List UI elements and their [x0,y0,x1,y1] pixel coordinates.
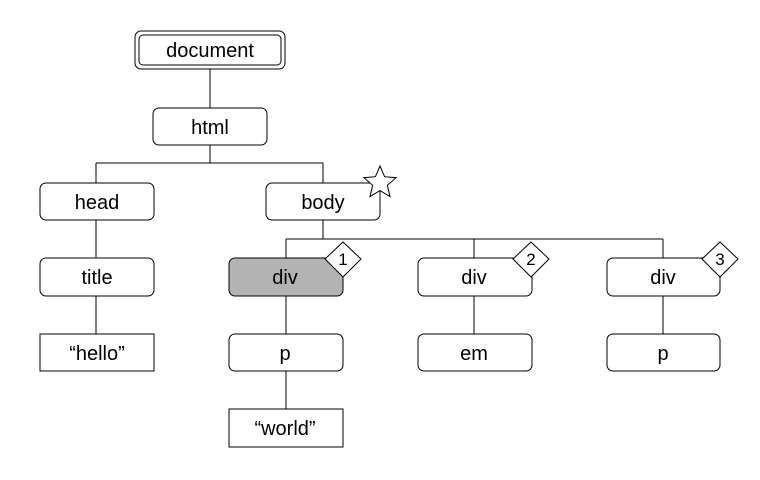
node-p-2: p [606,333,721,372]
node-head-label: head [75,192,120,214]
node-div-2-label: div [461,267,487,289]
node-p-1-label: p [279,343,290,365]
badge-2-label: 2 [526,250,535,269]
badge-3-label: 3 [715,250,724,269]
node-em-label: em [460,343,488,365]
node-body-label: body [301,192,344,214]
node-title-label: title [81,267,112,289]
node-p-2-label: p [657,343,668,365]
node-em: em [417,333,533,372]
node-p-1: p [228,333,344,372]
node-div-3: div [606,257,721,297]
badge-1-label: 1 [338,250,347,269]
node-text-hello-label: “hello” [69,343,125,365]
node-html: html [152,107,268,146]
badge-1: 1 [324,241,362,278]
node-div-1: div [228,257,344,297]
node-text-hello: “hello” [39,333,155,372]
node-body: body [265,182,381,221]
node-document: document [134,30,286,70]
star-icon [362,164,398,198]
node-div-2: div [417,257,533,297]
node-title: title [39,257,155,297]
node-head: head [39,182,155,221]
tree-connectors [95,67,664,409]
node-document-label: document [166,40,254,62]
node-div-3-label: div [650,267,676,289]
node-text-world: “world” [228,408,344,448]
node-text-world-label: “world” [254,418,315,440]
node-div-1-label: div [272,267,298,289]
node-html-label: html [191,117,229,139]
badge-2: 2 [512,241,550,278]
badge-3: 3 [701,241,739,278]
